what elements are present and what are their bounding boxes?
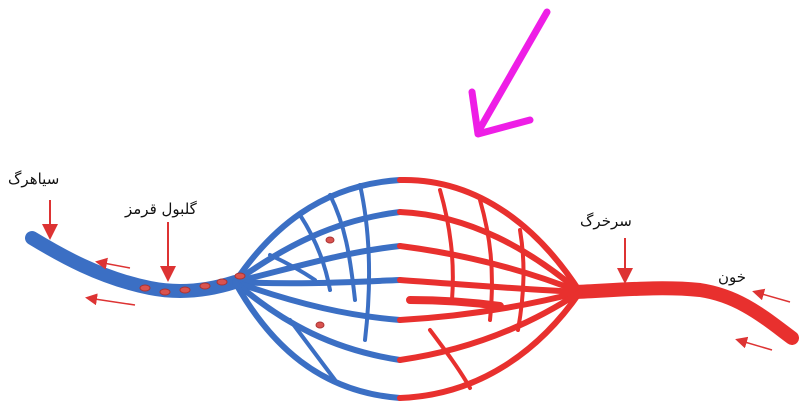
venous-capillaries [232, 177, 403, 401]
magenta-arrow-icon [468, 8, 551, 138]
venous-crosslink [298, 213, 332, 292]
venous-capillary [232, 279, 403, 363]
arterial-capillary [397, 176, 583, 295]
flow-arrow-icon [95, 257, 131, 270]
red-blood-cell [179, 286, 191, 294]
label-pointers [42, 200, 633, 284]
venous-crosslink [328, 193, 357, 302]
arterial-capillary [397, 289, 583, 363]
blood-label: خون [718, 268, 747, 286]
red-blood-cell [234, 272, 246, 280]
flow-arrow-icon [85, 293, 136, 306]
venous-capillary [232, 279, 403, 401]
red-blood-cell [325, 236, 335, 244]
arterial-crosslink [406, 296, 504, 310]
red-blood-cell [159, 288, 171, 296]
flow-arrow-icon [735, 336, 773, 351]
arterial-capillaries [397, 176, 583, 401]
red-blood-cells [139, 236, 335, 329]
red-blood-cell [315, 321, 325, 329]
artery-label: سرخرگ [580, 212, 632, 230]
venous-crosslink [288, 318, 337, 382]
red-blood-cell-label: گلبول قرمز [125, 200, 197, 218]
arterial-crosslink [516, 228, 526, 332]
arterial-capillary [397, 243, 583, 295]
flow-arrows [85, 257, 791, 351]
red-blood-cell [139, 284, 151, 292]
arterial-crosslink [438, 188, 455, 302]
venous-crosslink [268, 253, 317, 282]
arterial-capillary [397, 209, 583, 295]
venous-capillary [232, 277, 403, 287]
venous-capillary [232, 279, 403, 323]
arterial-crosslink [428, 328, 472, 390]
red-blood-cell [216, 278, 228, 286]
arterial-capillary [397, 289, 583, 401]
arterial-capillary [397, 277, 583, 295]
artery-trunk [568, 281, 799, 345]
flow-arrow-icon [752, 288, 791, 303]
venous-crosslink [358, 183, 372, 342]
vein-label: سیاهرگ [8, 170, 60, 188]
red-blood-cell [199, 282, 211, 290]
